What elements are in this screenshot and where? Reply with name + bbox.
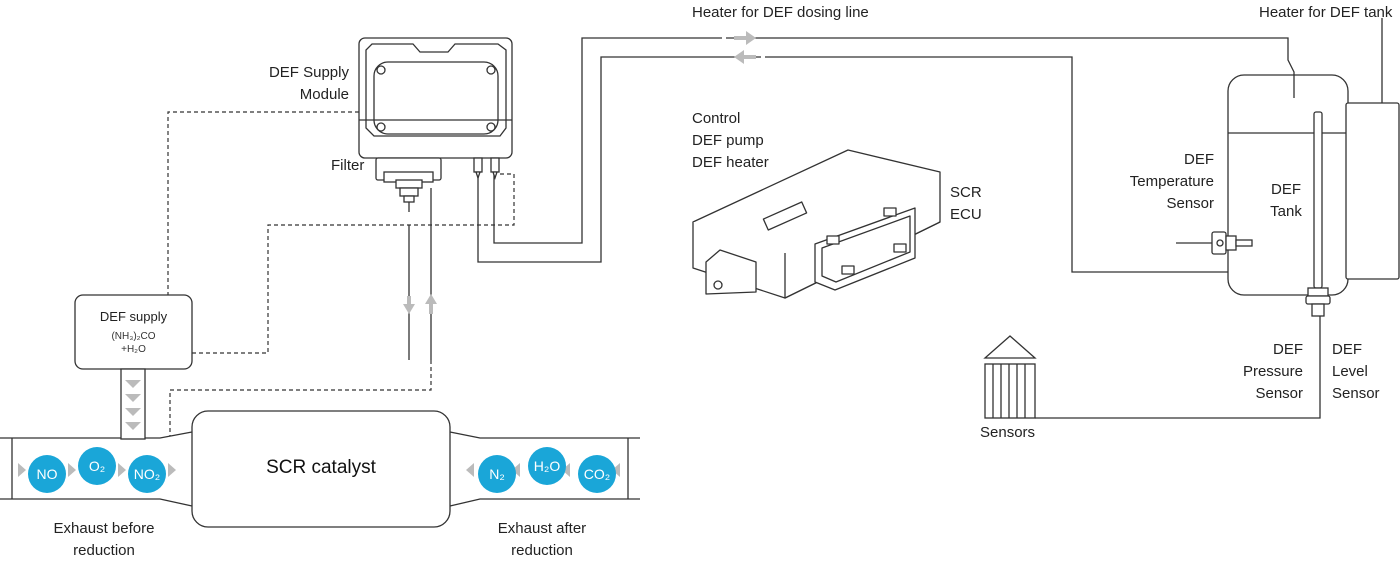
flow-chevron-icon — [18, 463, 620, 477]
arrow-right-icon — [734, 31, 756, 45]
control-label: Control DEF pump DEF heater — [692, 110, 769, 171]
supply-pipes — [408, 188, 432, 360]
scr-catalyst-box — [191, 410, 451, 528]
def-tank — [1176, 74, 1400, 317]
molecule-no: NO — [28, 455, 66, 493]
molecule-h2o: H₂O — [528, 447, 566, 485]
def-level-sensor-label: DEF Level Sensor — [1332, 341, 1380, 402]
filter-label: Filter — [331, 157, 365, 174]
scr-ecu-label: SCR ECU — [950, 184, 982, 223]
scr-ecu — [692, 149, 941, 299]
sensors-icon — [983, 335, 1037, 419]
def-supply-module-label: DEF Supply Module — [268, 64, 349, 103]
sensors-label: Sensors — [980, 424, 1036, 441]
def-supply-module — [358, 37, 513, 212]
scr-catalyst-label: SCR catalyst — [266, 457, 376, 478]
molecule-co2: CO₂ — [578, 455, 616, 493]
molecule-no2: NO₂ — [128, 455, 166, 493]
def-supply-formula: (NH₃)₂CO +H₂O — [111, 331, 156, 355]
dosing-line-pipes — [477, 37, 1295, 273]
def-supply-title: DEF supply — [99, 309, 168, 324]
heater-dosing-line-label: Heater for DEF dosing line — [692, 4, 869, 21]
molecule-n2: N₂ — [478, 455, 516, 493]
exhaust-pipe — [0, 431, 640, 507]
molecule-o2: O₂ — [78, 447, 116, 485]
injector — [120, 368, 146, 440]
exhaust-after-label: Exhaust after reduction — [497, 520, 587, 559]
arrow-left-icon — [734, 50, 756, 64]
arrow-up-icon — [425, 294, 437, 314]
exhaust-before-label: Exhaust before reduction — [53, 520, 155, 559]
heater-tank-label: Heater for DEF tank — [1259, 4, 1393, 21]
def-temperature-sensor-label: DEF Temperature Sensor — [1129, 151, 1214, 212]
sensor-line — [1035, 316, 1321, 419]
def-pressure-sensor-label: DEF Pressure Sensor — [1242, 341, 1303, 402]
signal-lines — [167, 111, 515, 436]
def-tank-label: DEF Tank — [1270, 181, 1302, 220]
arrow-down-icon — [403, 296, 415, 314]
